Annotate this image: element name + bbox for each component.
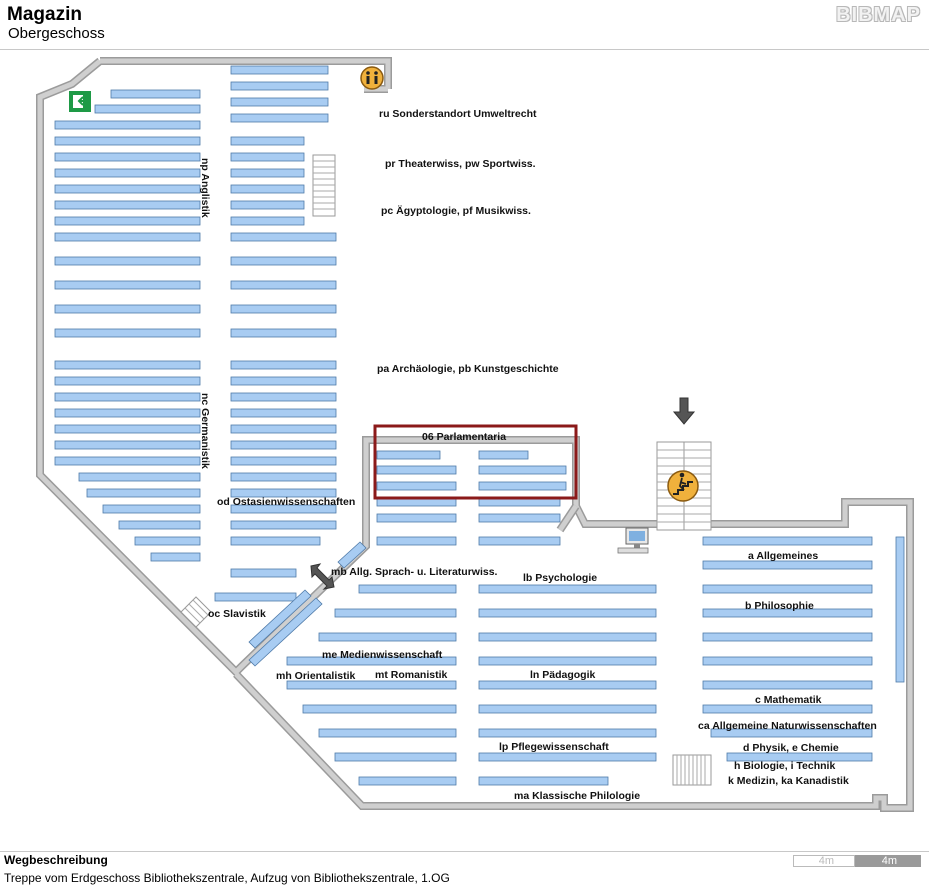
directions-text: Treppe vom Erdgeschoss Bibliothekszentra… [4,871,450,885]
label-lb: lb Psychologie [523,572,597,584]
scale-bar: 4m 4m [793,855,921,867]
scale-left-label: 4m [793,855,855,867]
stairs-icon[interactable] [667,470,699,502]
label-b: b Philosophie [745,600,814,612]
label-np: np Anglistik [199,158,211,218]
label-oc: oc Slavistik [208,608,266,620]
scale-right-label: 4m [855,855,921,867]
arrow-down-icon[interactable] [672,397,696,425]
label-ru: ru Sonderstandort Umweltrecht [379,108,537,120]
label-od: od Ostasienwissenschaften [217,496,355,508]
floor-map[interactable]: np Anglistik nc Germanistik od Ostasienw… [0,50,929,850]
floor-name: Obergeschoss [8,25,105,42]
label-k: k Medizin, ka Kanadistik [728,775,849,787]
label-lp: lp Pflegewissenschaft [499,741,609,753]
double-arrow-icon[interactable] [310,563,335,590]
restroom-icon[interactable] [360,66,384,90]
highlight-parlamentaria[interactable] [373,424,578,500]
directions-title: Wegbeschreibung [4,853,108,867]
label-pr: pr Theaterwiss, pw Sportwiss. [385,158,536,170]
brand-logo: BIBMAP [836,4,921,26]
label-ca: ca Allgemeine Naturwissenschaften [698,720,877,732]
label-mt: mt Romanistik [375,669,448,681]
label-h: h Biologie, i Technik [734,760,835,772]
label-parlamentaria: 06 Parlamentaria [422,431,506,443]
label-ln: ln Pädagogik [530,669,596,681]
label-ma: ma Klassische Philologie [514,790,640,802]
label-pa: pa Archäologie, pb Kunstgeschichte [377,363,559,375]
section-labels: np Anglistik nc Germanistik od Ostasienw… [199,108,877,802]
stair-left [312,154,336,217]
shelves [54,65,905,786]
label-pc: pc Ägyptologie, pf Musikwiss. [381,204,531,217]
label-d: d Physik, e Chemie [743,742,839,754]
map-title: Magazin [7,4,82,25]
stair-southeast [672,754,712,786]
exit-icon[interactable] [69,91,91,112]
label-mh: mh Orientalistik [276,670,356,682]
footer-divider [0,851,929,852]
header-divider [0,49,929,50]
label-c: c Mathematik [755,694,822,706]
label-nc: nc Germanistik [199,393,211,469]
label-a: a Allgemeines [748,550,818,562]
label-mb: mb Allg. Sprach- u. Literaturwiss. [331,566,498,578]
computer-icon[interactable] [617,527,649,554]
label-me: me Medienwissenschaft [322,649,443,661]
stair-southwest [180,596,212,628]
